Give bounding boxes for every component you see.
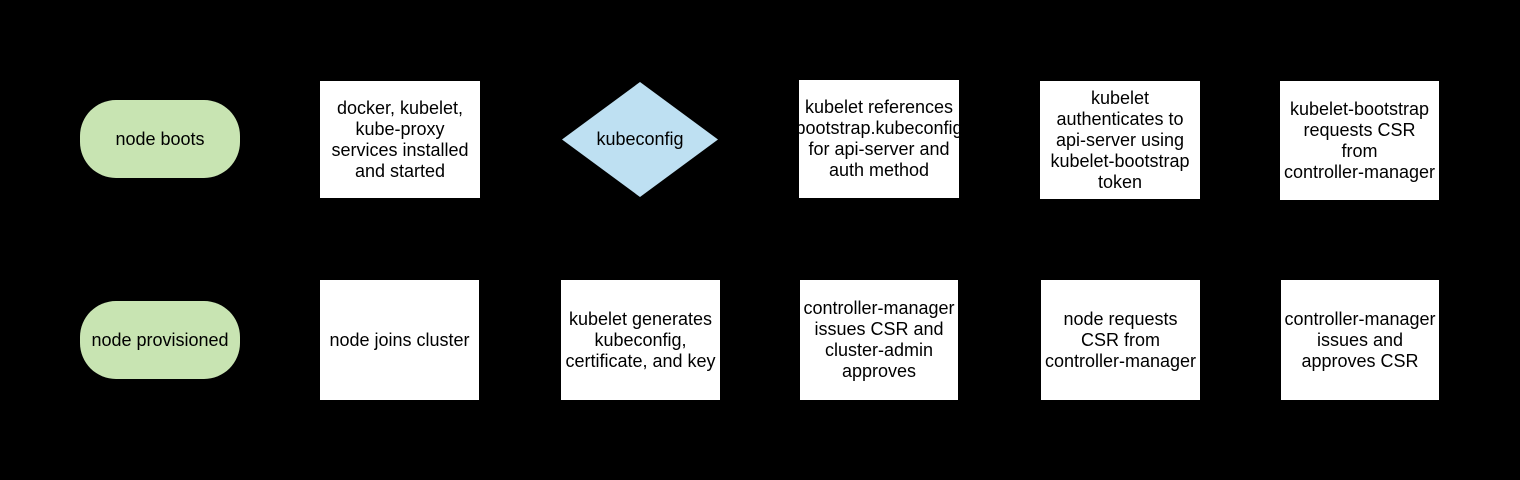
flow-node-kubelet-bootstrap-requests-csr: kubelet-bootstrap requests CSR from cont… bbox=[1280, 81, 1439, 200]
flow-node-cm-issues-and-approves-csr: controller-manager issues and approves C… bbox=[1281, 280, 1439, 400]
flow-node-authenticates-to-api-server: kubelet authenticates to api-server usin… bbox=[1040, 81, 1200, 199]
flow-node-references-bootstrap-kubeconfig: kubelet references bootstrap.kubeconfig … bbox=[795, 80, 963, 198]
flow-node-node-requests-csr: node requests CSR from controller-manage… bbox=[1041, 280, 1200, 400]
flow-node-node-boots: node boots bbox=[80, 100, 240, 178]
flow-node-services-installed: docker, kubelet, kube-proxy services ins… bbox=[320, 81, 480, 198]
flow-node-kubelet-generates-kubeconfig: kubelet generates kubeconfig, certificat… bbox=[561, 280, 720, 400]
flow-node-node-provisioned: node provisioned bbox=[80, 301, 240, 379]
flow-node-cm-issues-csr-cluster-admin-approves: controller-manager issues CSR and cluste… bbox=[800, 280, 958, 400]
flow-node-kubeconfig-decision: kubeconfig bbox=[562, 82, 718, 197]
flow-node-node-joins-cluster: node joins cluster bbox=[320, 280, 479, 400]
